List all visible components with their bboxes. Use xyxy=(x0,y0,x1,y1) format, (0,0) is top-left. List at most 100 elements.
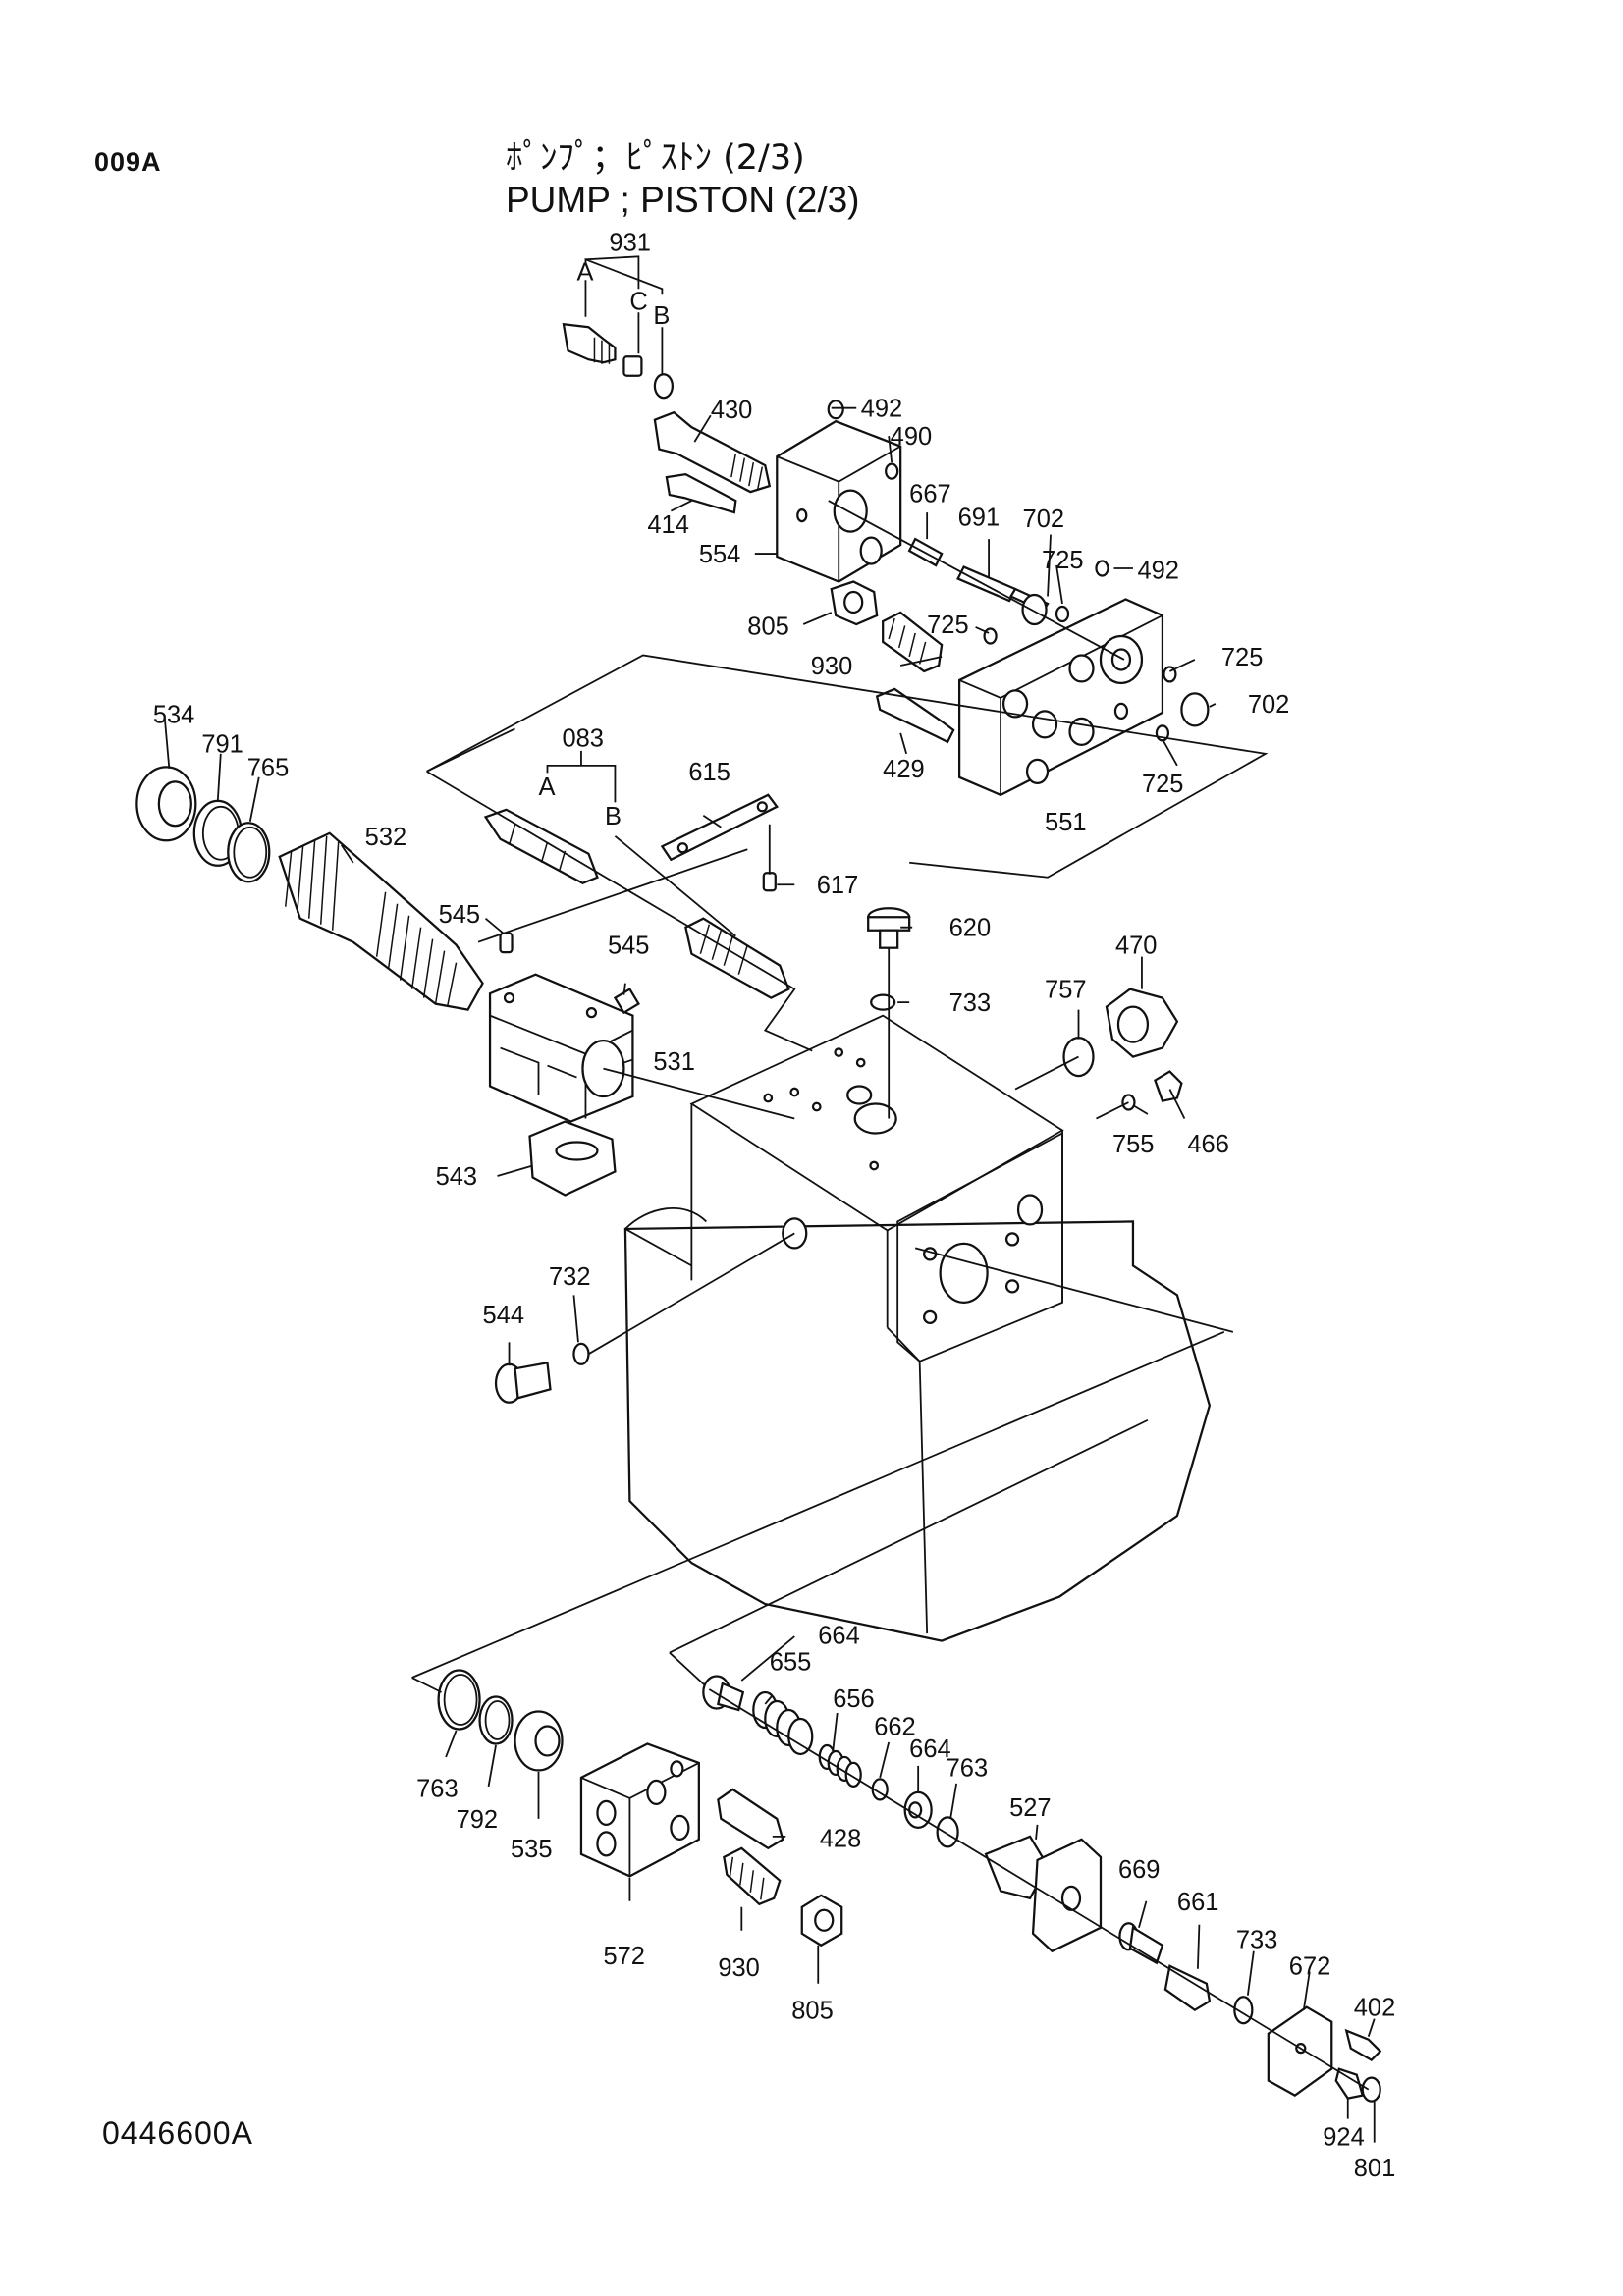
label-527: 527 xyxy=(1009,1794,1052,1822)
label-672: 672 xyxy=(1289,1953,1331,1981)
label-551: 551 xyxy=(1045,809,1087,836)
label-757: 757 xyxy=(1045,977,1087,1004)
plug-801 xyxy=(1361,2076,1381,2103)
bolt-429 xyxy=(875,687,955,744)
screw-930-top xyxy=(882,611,944,673)
label-620: 620 xyxy=(949,915,992,942)
ring-763-left xyxy=(437,1669,481,1731)
label-931: 931 xyxy=(609,229,651,256)
label-931-b: B xyxy=(653,302,670,330)
spring-655 xyxy=(752,1690,814,1756)
oring-725-b xyxy=(983,627,998,645)
label-725-d: 725 xyxy=(1142,771,1184,798)
ring-792 xyxy=(478,1695,514,1745)
label-930-top: 930 xyxy=(811,653,853,680)
label-702-right: 702 xyxy=(1248,691,1290,719)
spring-656 xyxy=(818,1743,862,1789)
pin-661 xyxy=(1163,1964,1212,2012)
centerline-top xyxy=(828,500,1125,661)
oring-755 xyxy=(1121,1094,1136,1111)
bolt-414 xyxy=(665,472,737,514)
label-930-bottom: 930 xyxy=(718,1954,760,1982)
pin-617 xyxy=(762,872,777,892)
assembly-outline-top xyxy=(426,654,1269,879)
bolt-402 xyxy=(1344,2028,1382,2062)
cover-672 xyxy=(1267,2005,1333,2097)
label-429: 429 xyxy=(883,756,925,783)
label-655: 655 xyxy=(770,1649,812,1677)
centerline-housing xyxy=(411,947,1234,1679)
label-732: 732 xyxy=(549,1263,591,1291)
label-924: 924 xyxy=(1323,2124,1365,2152)
spool-083-b xyxy=(684,917,790,999)
block-554 xyxy=(776,419,902,583)
label-791: 791 xyxy=(201,730,243,758)
cap-534 xyxy=(135,766,197,842)
label-661: 661 xyxy=(1177,1889,1219,1916)
cover-551 xyxy=(957,598,1164,797)
label-656: 656 xyxy=(833,1685,875,1713)
label-492-right: 492 xyxy=(1137,558,1179,585)
label-664-b: 664 xyxy=(909,1735,951,1763)
label-470: 470 xyxy=(1115,933,1158,960)
plug-470 xyxy=(1105,988,1179,1058)
label-805-bottom: 805 xyxy=(791,1998,834,2025)
plug-492-top xyxy=(827,400,844,420)
spool-083-a xyxy=(483,808,599,884)
label-430: 430 xyxy=(711,397,752,424)
ring-763-right xyxy=(936,1816,959,1848)
label-664-a: 664 xyxy=(818,1623,860,1650)
page-code: 009A xyxy=(94,147,162,177)
label-763-right: 763 xyxy=(947,1754,989,1782)
oring-725-a xyxy=(1055,605,1070,623)
title-japanese: ﾎﾟﾝﾌﾟ；ﾋﾟｽﾄﾝ (2/3) xyxy=(506,138,805,178)
label-763-left: 763 xyxy=(416,1775,459,1802)
label-725-a: 725 xyxy=(1042,547,1084,574)
label-702-top: 702 xyxy=(1023,506,1065,533)
label-617: 617 xyxy=(817,872,859,899)
bolt-428 xyxy=(717,1788,784,1850)
screw-669 xyxy=(1118,1922,1164,1965)
label-083-b: B xyxy=(605,803,622,830)
label-402: 402 xyxy=(1354,1995,1396,2022)
label-492-top: 492 xyxy=(861,396,903,423)
sleeve-532 xyxy=(278,831,484,1011)
label-733-bottom: 733 xyxy=(1236,1927,1278,1954)
cover-572 xyxy=(579,1742,700,1878)
oring-931-b xyxy=(653,373,675,400)
label-535: 535 xyxy=(511,1836,553,1863)
label-669: 669 xyxy=(1118,1856,1161,1884)
label-083: 083 xyxy=(562,724,604,752)
label-931-c: C xyxy=(629,288,647,315)
plug-492-right xyxy=(1095,560,1109,577)
shoe-543 xyxy=(528,1120,617,1197)
label-725-b: 725 xyxy=(927,612,969,639)
plug-544 xyxy=(494,1361,552,1404)
label-667: 667 xyxy=(909,481,951,508)
nut-805-bottom xyxy=(800,1894,843,1948)
leader-083 xyxy=(546,750,617,803)
seat-664-a xyxy=(702,1675,745,1712)
label-725-c: 725 xyxy=(1221,644,1264,671)
label-554: 554 xyxy=(699,541,741,568)
label-428: 428 xyxy=(820,1825,862,1852)
label-545-b: 545 xyxy=(608,933,650,960)
label-545-a: 545 xyxy=(439,901,481,929)
leader-931 xyxy=(584,255,664,375)
label-805-top: 805 xyxy=(747,613,789,640)
label-733-top: 733 xyxy=(949,989,992,1017)
centerline-bottom-right xyxy=(708,1688,1370,2091)
pin-545-a xyxy=(499,932,514,954)
bolt-430 xyxy=(653,410,772,494)
housing-main xyxy=(623,1014,1212,1642)
assembly-outline-bottom xyxy=(411,1651,710,1693)
drawing-number: 0446600A xyxy=(102,2115,253,2151)
label-801: 801 xyxy=(1354,2155,1396,2182)
label-083-a: A xyxy=(539,774,556,801)
label-755: 755 xyxy=(1112,1131,1155,1158)
title-english: PUMP ; PISTON (2/3) xyxy=(506,180,860,220)
assembly-outline-left xyxy=(426,727,813,1052)
oring-702-a xyxy=(1021,593,1048,626)
body-531 xyxy=(488,973,634,1123)
